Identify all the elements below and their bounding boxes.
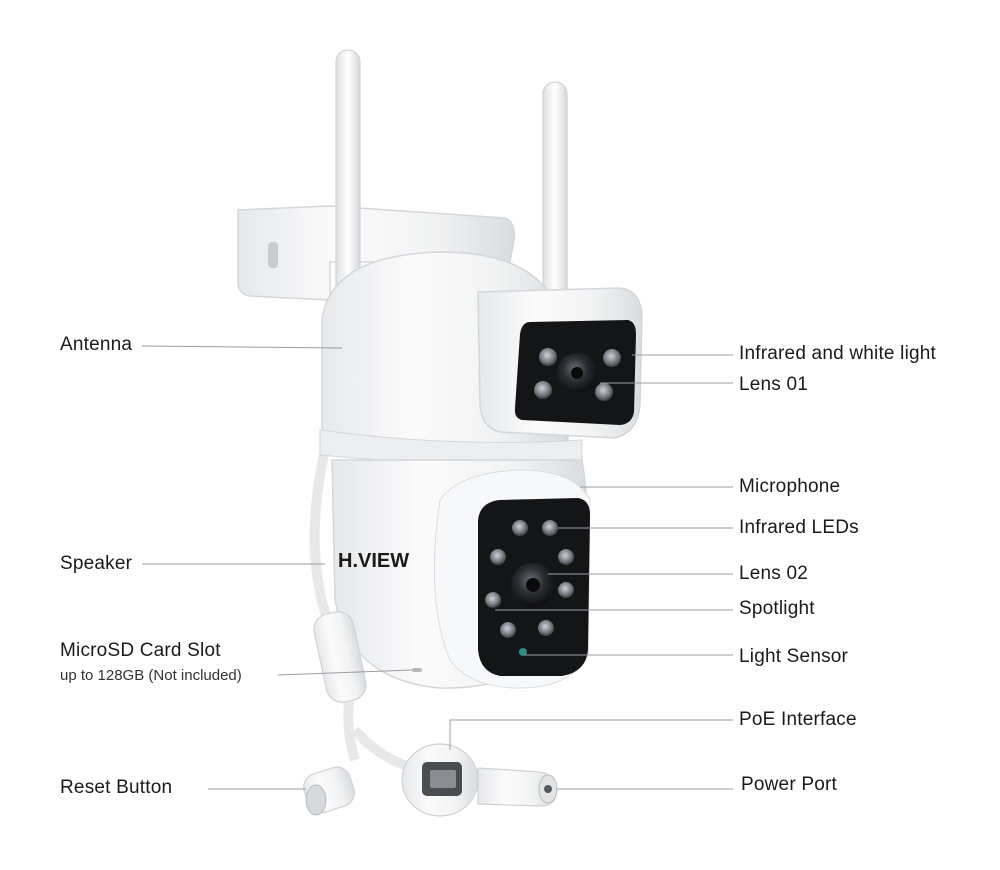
lower-body: H.VIEW — [331, 459, 591, 689]
microsd-slot-icon — [412, 668, 422, 672]
label-reset: Reset Button — [60, 777, 173, 798]
ir-led-icon — [490, 549, 506, 565]
light-sensor-icon — [519, 648, 527, 656]
label-antenna: Antenna — [60, 334, 133, 355]
ir-led-icon — [542, 520, 558, 536]
ir-led-icon — [538, 620, 554, 636]
label-speaker: Speaker — [60, 553, 133, 574]
callout-lines — [141, 345, 733, 790]
brand-logo: H.VIEW — [338, 550, 409, 572]
spotlight-icon — [485, 592, 501, 608]
ir-white-led-icon — [539, 348, 557, 366]
label-poe: PoE Interface — [739, 709, 857, 730]
spotlight-icon — [558, 582, 574, 598]
poe-connector-icon — [401, 743, 479, 817]
label-spotlight: Spotlight — [739, 598, 815, 619]
label-ir-leds: Infrared LEDs — [739, 517, 859, 538]
label-light-sensor: Light Sensor — [739, 646, 849, 667]
label-microsd-note: up to 128GB (Not included) — [60, 667, 242, 684]
ir-white-led-icon — [595, 383, 613, 401]
label-ir-white-light: Infrared and white light — [739, 343, 937, 364]
ir-white-led-icon — [534, 381, 552, 399]
label-lens02: Lens 02 — [739, 563, 809, 584]
upper-camera-module — [477, 287, 643, 439]
reset-button-icon — [303, 766, 355, 816]
label-microphone: Microphone — [739, 476, 841, 497]
label-lens01: Lens 01 — [739, 374, 809, 395]
ir-led-icon — [558, 549, 574, 565]
power-port-icon — [477, 767, 558, 807]
right-antenna — [542, 81, 568, 313]
label-power: Power Port — [741, 774, 837, 795]
ir-white-led-icon — [603, 349, 621, 367]
cable-connectors — [303, 611, 558, 817]
label-microsd: MicroSD Card Slot — [60, 640, 221, 661]
ir-led-icon — [500, 622, 516, 638]
bracket-slot-icon — [268, 242, 278, 268]
ir-led-icon — [512, 520, 528, 536]
